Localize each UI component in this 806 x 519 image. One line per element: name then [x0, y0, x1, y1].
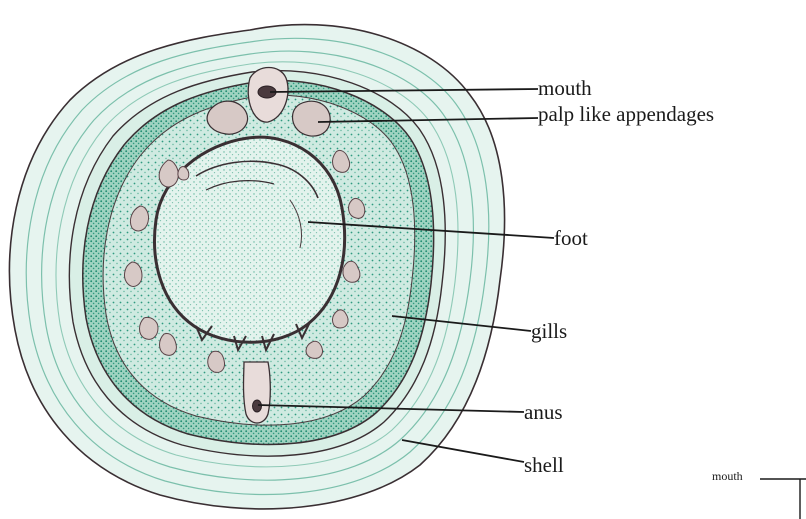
- anus-opening: [253, 400, 262, 412]
- label-palp-like-appendages: palp like appendages: [538, 104, 714, 125]
- gill: [208, 351, 225, 372]
- gill: [140, 317, 159, 339]
- gill: [306, 341, 323, 358]
- label-anus: anus: [524, 402, 563, 423]
- anus-region: [244, 362, 271, 423]
- gill: [125, 262, 142, 286]
- palp-left: [207, 101, 247, 134]
- label-shell: shell: [524, 455, 564, 476]
- label-foot: foot: [554, 228, 588, 249]
- anal-tube: [244, 362, 271, 423]
- gill: [333, 310, 348, 328]
- label-gills: gills: [531, 321, 567, 342]
- label-mouth-partial: mouth: [712, 470, 743, 482]
- label-mouth: mouth: [538, 78, 592, 99]
- palp-right: [293, 101, 331, 136]
